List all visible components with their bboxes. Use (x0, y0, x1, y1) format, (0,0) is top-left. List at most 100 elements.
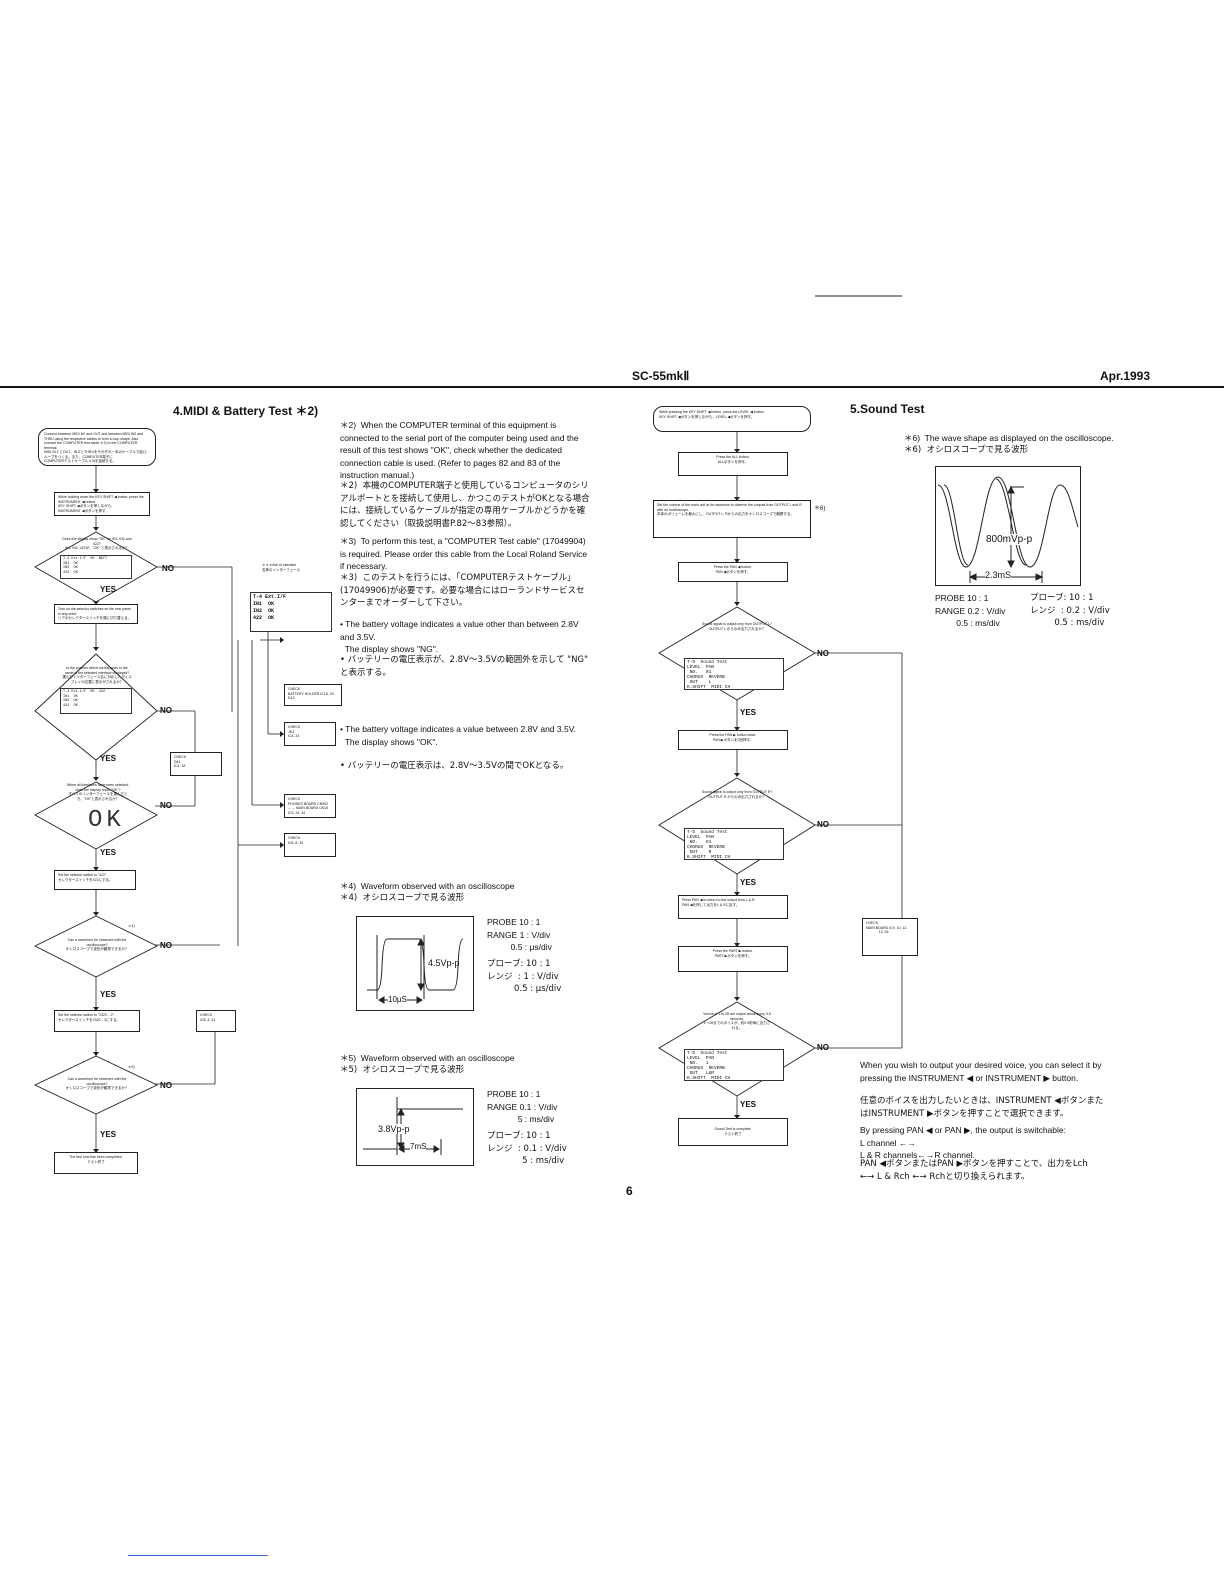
check-main-board: CHECK MAIN BOARD IC9, 10, 12, 13, 26 (862, 918, 918, 956)
flow-step-key-shift-level: While pressing the KEY SHIFT ◀ button, p… (653, 406, 811, 432)
note-battery-ng-jp: • バッテリーの電圧表示が、2.8V～3.5Vの範囲外を示して "NG" と表示… (340, 655, 591, 678)
pan-switch-jp: PAN ◀ボタンまたはPAN ▶ボタンを押すことで、出力をLch ←→ L & … (860, 1159, 1088, 1182)
oscilloscope-4 (356, 916, 474, 1011)
note-5-en: ＊5) Waveform observed with an oscillosco… (340, 1053, 515, 1063)
ref-note-4: ＊4) (128, 924, 135, 928)
lcd-sound-test-l: T-5 Sound Test LEVEL PAN NO. 01 CHORUS R… (684, 658, 784, 690)
osc6-spec-en: PROBE 10 : 1 RANGE 0.2 : V/div 0.5 : ms/… (935, 593, 1006, 629)
flow-step-set-232c: Set the selector switch to "232C - 2". セ… (54, 1010, 140, 1032)
flow-step-pan-left: Press the PAN ◀ button. PAN ◀ボタンを押す。 (678, 562, 788, 582)
flow-decision-waveform-232c: Can a waveform be observed with the osci… (65, 1077, 129, 1090)
flow-step-connect-cables: Connect between MIDI IN* and OUT and bet… (38, 428, 156, 466)
check-d41: CHECK D41 IC4, 18 (170, 752, 222, 776)
oscilloscope-5 (356, 1088, 474, 1166)
check-ic8-31: CHECK IC8, 4, 31 (196, 1010, 236, 1032)
osc4-spec-en: PROBE 10 : 1 RANGE 1 : V/div 0.5 : μs/di… (487, 917, 552, 953)
check-battery-holder: CHECK BATTERY HOLDER IC18, 33 D13 (284, 684, 342, 706)
osc5-time-label: 7mS (410, 1142, 427, 1151)
flow-step-pan-right-twice: Press the PAN ▶ button twice. PAN ▶ボタンを2… (678, 730, 788, 750)
ref-note-6: ＊6) (814, 506, 826, 512)
label-yes-r2: YES (740, 878, 757, 887)
ref-note-5: ＊5) (128, 1065, 135, 1069)
note-6-en: ＊6) The wave shape as displayed on the o… (904, 433, 1114, 443)
note-4-jp: ＊4) オシロスコープで見る波形 (340, 893, 465, 903)
label-yes-4: YES (100, 990, 117, 999)
note-battery-ok-en: • The battery voltage indicates a value … (340, 724, 576, 747)
label-no-4: NO (160, 941, 172, 950)
note-battery-ng-en: • The battery voltage indicates a value … (340, 619, 579, 655)
waveform-step-5 (363, 1097, 463, 1155)
osc6-voltage-label: 800mVp-p (986, 534, 1033, 545)
label-yes-r3: YES (740, 1100, 757, 1109)
flow-decision-output-r: Sound signal is output only from OUTPUT … (701, 790, 773, 799)
lcd-ext-if-ok: T-4 Ext.I/F OK BATT IN1 OK IN2 OK 422 OK (60, 555, 132, 579)
pan-switch-en: By pressing PAN ◀ or PAN ▶, the output i… (860, 1125, 1066, 1161)
note-5-jp: ＊5) オシロスコープで見る波形 (340, 1065, 465, 1075)
voice-select-jp: 任意のボイスを出力したいときは、INSTRUMENT ◀ボタンまたはINSTRU… (860, 1096, 1104, 1119)
flow-step-key-shift-instrument: While holding down the KEY SHIFT ◀ butto… (54, 492, 150, 516)
flow-step-press-part: Press the PART ▶ button. PART ▶ボタンを押す。 (678, 946, 788, 972)
flow-decision-interface-name: Is the position which corresponds to the… (62, 666, 132, 684)
osc5-spec-en: PROBE 10 : 1 RANGE 0.1 : V/div 5 : ms/di… (487, 1089, 558, 1125)
page-number: 6 (626, 1184, 633, 1198)
flow-step-selector-switch: Turn on the selector switches on the rea… (54, 604, 138, 624)
note-4-en: ＊4) Waveform observed with an oscillosco… (340, 881, 515, 891)
flow-step-pan-return: Press PAN ◀ to return to the output from… (678, 895, 788, 919)
osc4-voltage-label: 4.5Vp-p (428, 958, 460, 968)
flow-step-test-complete: The test now has been completed. テスト終了 (54, 1152, 138, 1174)
flow-decision-waveform-422: Can a waveform be observed with the osci… (65, 938, 129, 951)
revision-date: Apr.1993 (1100, 369, 1151, 383)
lcd-ext-if-422: T-4 Ext.I/F OK 422 IN1 OK IN2 OK 422 OK (60, 688, 132, 714)
flow-decision-output-l: Sound signal is output only from OUTPUT … (702, 622, 772, 631)
flow-step-set-volume: Set the volume of the main unit at its m… (653, 500, 811, 538)
section-title-sound-test: 5.Sound Test (850, 402, 925, 416)
check-ic8-34: CHECK IC8, 8, 34 (284, 833, 336, 857)
osc5-spec-jp: プローブ: 10 : 1 レンジ : 0.1 : V/div 5 : ms/di… (487, 1131, 567, 1167)
check-jk3: CHECK JK3 IC4, 24 (284, 722, 336, 746)
flow-decision-ok-display: Does the display show "OK" for IN1, IN2 … (62, 537, 132, 550)
waveform-sine-6 (937, 476, 1079, 583)
lcd-sound-test-r: T-5 Sound Test LEVEL PAN NO. 01 CHORUS R… (684, 828, 784, 860)
note-battery-ok-jp: • バッテリーの電圧表示は、2.8V～3.5Vの間でOKとなる。 (340, 761, 569, 771)
flow-decision-voices: Voices of 1 to 28 are output about every… (703, 1012, 771, 1030)
note-2-en: ＊2) When the COMPUTER terminal of this e… (340, 420, 582, 481)
note-2-jp: ＊2) 本機のCOMPUTER端子と使用しているコンピュータのシリアルポートとを… (340, 481, 590, 529)
note-interface-line: ＊＊＊line of interface 名称のインターフェース (262, 563, 301, 572)
label-no-r1: NO (817, 649, 829, 658)
label-no-1: NO (162, 564, 174, 573)
lcd-sound-test-lr: T-5 Sound Test LEVEL PAN NO. 1 CHORUS RE… (684, 1049, 784, 1081)
flow-step-set-422: Set the selector switch to "422". セレクタース… (54, 870, 136, 890)
flow-step-sound-complete: Sound Test is complete. テスト終了 (678, 1118, 788, 1146)
header-rule (0, 386, 1224, 388)
waveform-square-4 (367, 935, 464, 1004)
section-title-midi-battery: 4.MIDI & Battery Test ＊2) (173, 404, 319, 418)
label-no-r3: NO (817, 1043, 829, 1052)
label-yes-2: YES (100, 754, 117, 763)
note-3-en: ＊3) To perform this test, a "COMPUTER Te… (340, 536, 590, 572)
osc6-spec-jp: プローブ: 10 : 1 レンジ : 0.2 : V/div 0.5 : ms/… (1030, 593, 1110, 629)
lcd-ok-large: OK (88, 807, 125, 834)
label-yes-r1: YES (740, 708, 757, 717)
voice-select-en: When you wish to output your desired voi… (860, 1060, 1104, 1083)
flow-decision-all-ok: When all interfaces have been selected, … (66, 783, 130, 801)
note-3-jp: ＊3) このテストを行うには、「COMPUTERテストケーブル」(1704990… (340, 573, 585, 609)
osc4-spec-jp: プローブ: 10 : 1 レンジ : 1 : V/div 0.5 : μs/di… (487, 959, 562, 995)
label-yes-5: YES (100, 1130, 117, 1139)
label-yes-3: YES (100, 848, 117, 857)
lcd-ext-if-large: T-4 Ext.I/F IN1 OK IN2 OK 422 OK (250, 592, 332, 632)
check-phones-board: CHECK PHONES BOARD CN902 ←→ MAIN BOARD C… (284, 794, 336, 818)
label-no-2: NO (160, 706, 172, 715)
osc6-time-label: 2.3mS (985, 570, 1012, 580)
model-name: SC-55mkⅡ (632, 369, 690, 383)
osc5-voltage-label: 3.8Vp-p (378, 1124, 410, 1134)
note-6-jp: ＊6) オシロスコープで見る波形 (904, 445, 1029, 455)
label-yes-1: YES (100, 585, 117, 594)
footer-rule (128, 1555, 268, 1556)
label-no-r2: NO (817, 820, 829, 829)
label-no-3: NO (160, 801, 172, 810)
label-no-5: NO (160, 1081, 172, 1090)
flow-step-press-all: Press the ALL button. ALLボタンを押す。 (678, 452, 788, 476)
osc4-time-label: 10μS (388, 995, 407, 1004)
oscilloscope-6 (935, 466, 1081, 586)
